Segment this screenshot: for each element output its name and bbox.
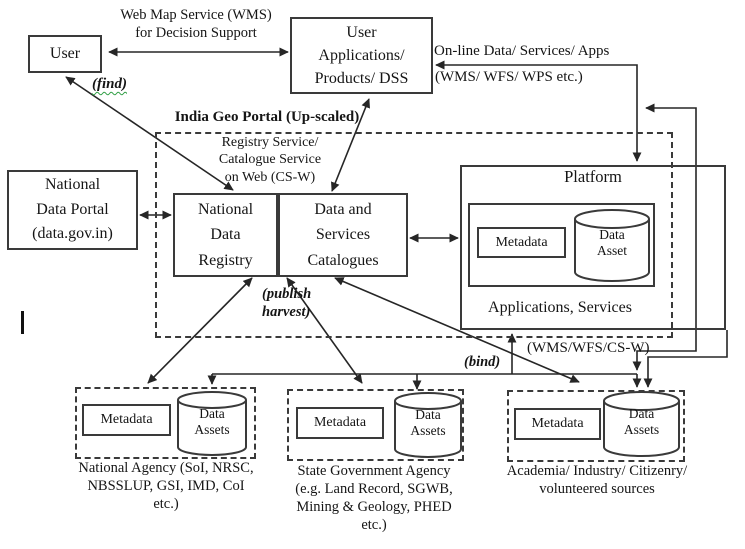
india-geo-portal-title: India Geo Portal (Up-scaled)	[174, 109, 360, 125]
wms-decision-label: Web Map Service (WMS)for Decision Suppor…	[120, 7, 272, 41]
platform-footer-label: Applications, Services	[488, 299, 632, 316]
platform-box	[460, 165, 726, 330]
source1-metadata-label: Metadata	[100, 412, 153, 427]
source3-metadata-box: Metadata	[514, 408, 601, 440]
platform-inner-box	[468, 203, 655, 287]
stray-cursor-mark	[21, 311, 24, 334]
bind-label: (bind)	[464, 354, 501, 370]
user-box: User	[28, 35, 102, 73]
find-label: (find)	[92, 76, 127, 92]
platform-title: Platform	[564, 167, 622, 186]
source1-metadata-box: Metadata	[82, 404, 171, 436]
platform-metadata-box: Metadata	[477, 227, 566, 258]
arrow-platform-academia	[643, 330, 728, 388]
source2-metadata-box: Metadata	[296, 407, 384, 439]
online-data-sublabel: (WMS/ WFS/ WPS etc.)	[435, 69, 583, 85]
source3-caption: Academia/ Industry/ Citizenry/volunteere…	[506, 463, 688, 497]
wms-wfs-csw-label: (WMS/WFS/CS-W)	[527, 340, 650, 356]
source2-caption: State Government Agency(e.g. Land Record…	[295, 463, 453, 533]
user-box-label: User	[49, 45, 81, 62]
source3-academia-box	[507, 390, 685, 462]
source3-metadata-label: Metadata	[531, 416, 584, 431]
source1-caption: National Agency (SoI, NRSC,NBSSLUP, GSI,…	[78, 460, 254, 512]
source2-state-agency-box	[287, 389, 464, 461]
india-geo-portal-container	[155, 132, 673, 338]
source2-metadata-label: Metadata	[313, 415, 367, 430]
source1-national-agency-box	[75, 387, 256, 459]
platform-metadata-label: Metadata	[495, 234, 548, 250]
online-data-label: On-line Data/ Services/ Apps	[434, 43, 610, 59]
